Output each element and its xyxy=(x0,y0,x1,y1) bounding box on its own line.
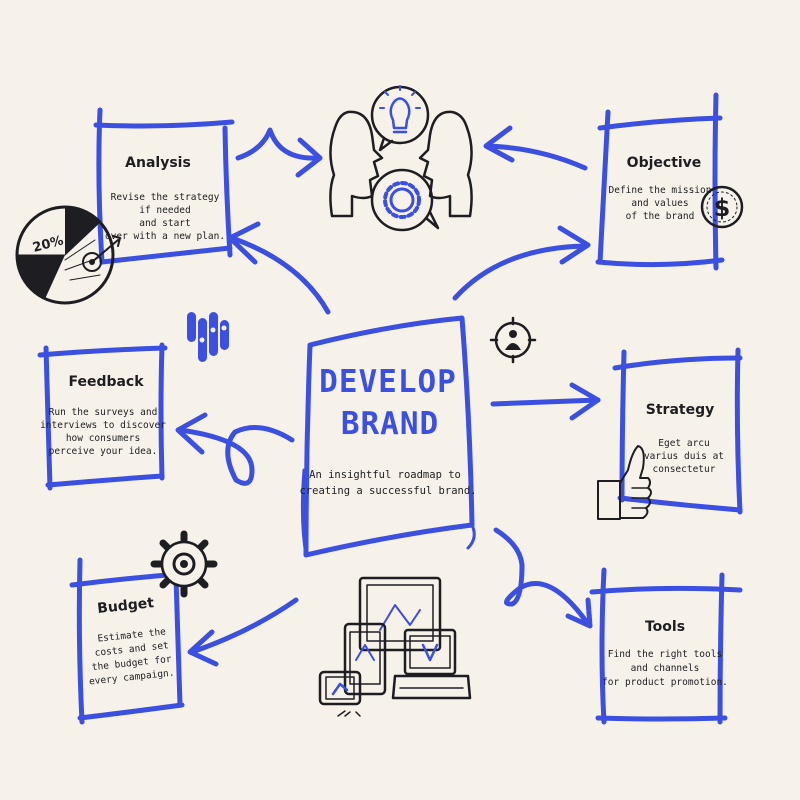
feedback-node: Feedback Run the surveys and interviews … xyxy=(37,342,168,491)
strategy-line3: consectetur xyxy=(653,464,716,475)
arrow-objective-to-heads xyxy=(483,125,588,171)
analysis-title: Analysis xyxy=(125,155,191,171)
pie-chart-icon: 20% xyxy=(15,205,121,305)
arrow-center-to-feedback xyxy=(175,412,295,486)
dollar-label: $ xyxy=(714,194,731,222)
analysis-node: Analysis Revise the strategy if needed a… xyxy=(93,107,235,265)
tools-title: Tools xyxy=(645,619,685,635)
target-person-icon xyxy=(489,316,537,364)
analysis-line3: and start xyxy=(139,218,190,229)
feedback-line4: perceive your idea. xyxy=(49,446,158,457)
objective-node: Objective Define the mission and values … xyxy=(595,92,725,271)
analysis-line4: over with a new plan. xyxy=(105,231,225,242)
objective-line2: and values xyxy=(631,198,688,209)
strategy-line2: varius duis at xyxy=(644,451,724,462)
feedback-title: Feedback xyxy=(68,374,144,390)
arrow-center-to-analysis xyxy=(227,221,331,315)
strategy-line1: Eget arcu xyxy=(658,438,709,449)
objective-line1: Define the mission xyxy=(609,185,712,196)
two-heads-idea-icon xyxy=(329,85,473,232)
tools-line3: for product promotion. xyxy=(602,677,728,688)
capsules-icon xyxy=(187,312,229,362)
tools-line2: and channels xyxy=(631,663,700,674)
analysis-line2: if needed xyxy=(139,205,190,216)
gear-icon xyxy=(150,530,218,598)
devices-icon xyxy=(318,576,472,717)
arrow-analysis-to-heads xyxy=(235,127,323,178)
feedback-line3: how consumers xyxy=(66,433,140,444)
strategy-node: Strategy Eget arcu varius duis at consec… xyxy=(612,347,743,515)
feedback-line2: interviews to discover xyxy=(40,420,166,431)
budget-node: Budget Estimate the costs and set the bu… xyxy=(69,557,185,725)
feedback-line1: Run the surveys and xyxy=(49,407,158,418)
objective-title: Objective xyxy=(627,155,702,171)
arrow-center-to-budget xyxy=(187,597,299,667)
center-title-line1: DEVELOP xyxy=(319,364,457,400)
center-node: DEVELOP BRAND An insightful roadmap to c… xyxy=(299,315,477,558)
budget-title: Budget xyxy=(96,595,155,617)
tools-line1: Find the right tools xyxy=(608,649,722,660)
objective-line3: of the brand xyxy=(626,211,695,222)
arrow-center-to-objective xyxy=(452,225,591,301)
center-title-line2: BRAND xyxy=(341,406,439,442)
arrow-center-to-strategy xyxy=(490,382,601,421)
center-subtitle-line2: creating a successful brand. xyxy=(299,485,476,497)
strategy-title: Strategy xyxy=(646,402,714,418)
tools-node: Tools Find the right tools and channels … xyxy=(589,567,743,725)
arrow-center-to-tools xyxy=(493,527,593,629)
analysis-line1: Revise the strategy xyxy=(111,192,220,203)
dollar-coin-icon: $ xyxy=(700,185,744,229)
thumbs-up-icon xyxy=(597,445,652,520)
pie-label: 20% xyxy=(31,233,65,256)
center-subtitle-line1: An insightful roadmap to xyxy=(309,469,461,481)
